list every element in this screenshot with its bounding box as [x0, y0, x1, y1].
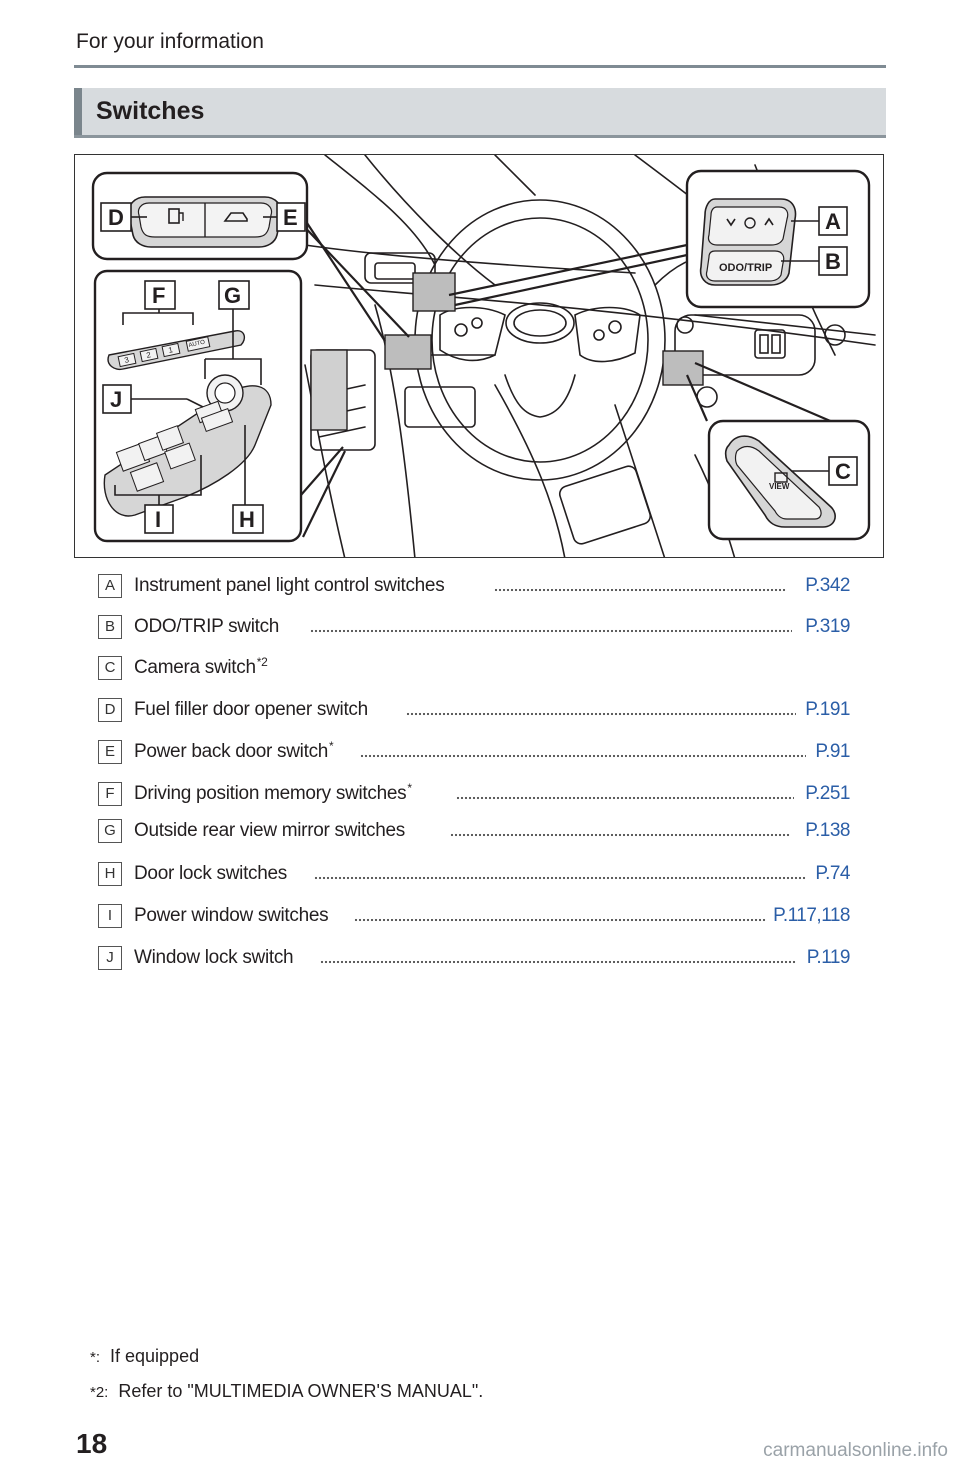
callout-a: A	[825, 209, 841, 234]
inset-fuel-backdoor: D E	[91, 171, 309, 261]
item-label: Camera switch*2	[134, 654, 268, 678]
page-link[interactable]: P.319	[802, 616, 850, 638]
item-letter: I	[98, 904, 122, 928]
page-link[interactable]: P.117,118	[770, 905, 850, 927]
page-link[interactable]: P.251	[802, 783, 850, 805]
memory-button-set: AUTO	[188, 340, 206, 349]
header-rule	[74, 65, 886, 68]
running-header: For your information	[76, 30, 264, 53]
callout-b: B	[825, 249, 841, 274]
leader-dots	[450, 833, 790, 839]
memory-button-2: 2	[146, 350, 153, 360]
item-label: Window lock switch	[134, 947, 294, 968]
page-link[interactable]: P.91	[812, 741, 850, 763]
leader-dots	[354, 918, 766, 924]
section-accent	[74, 88, 82, 135]
list-item: F Driving position memory switches* P.25…	[98, 782, 850, 812]
footnote-if-equipped: *: If equipped	[90, 1346, 199, 1367]
leader-dots	[456, 796, 794, 802]
item-label: Outside rear view mirror switches	[134, 820, 405, 841]
item-letter: B	[98, 615, 122, 639]
item-label: Fuel filler door opener switch	[134, 699, 368, 720]
item-letter: C	[98, 656, 122, 680]
odo-trip-button-label: ODO/TRIP	[719, 262, 772, 274]
list-item: E Power back door switch* P.91	[98, 740, 850, 770]
item-letter: E	[98, 740, 122, 764]
page-link[interactable]: P.74	[812, 863, 850, 885]
item-label: ODO/TRIP switch	[134, 616, 280, 637]
callout-g: G	[224, 283, 241, 308]
page-link[interactable]: P.191	[802, 699, 850, 721]
callout-c: C	[835, 459, 851, 484]
memory-button-1: 1	[168, 345, 175, 355]
list-item: A Instrument panel light control switche…	[98, 574, 850, 604]
list-item: G Outside rear view mirror switches P.13…	[98, 819, 850, 849]
leader-dots	[310, 629, 792, 635]
item-label: Door lock switches	[134, 863, 287, 884]
switches-illustration: D E ODO/TRIP A B	[74, 154, 884, 558]
inset-camera-switch: VIEW C	[707, 419, 871, 541]
watermark: carmanualsonline.info	[763, 1440, 948, 1461]
callout-j: J	[110, 387, 122, 412]
callout-d: D	[108, 205, 124, 230]
list-item: B ODO/TRIP switch P.319	[98, 615, 850, 645]
list-item: C Camera switch*2	[98, 656, 850, 686]
page-link[interactable]: P.342	[802, 575, 850, 597]
leader-dots	[406, 712, 796, 718]
page-link[interactable]: P.119	[803, 947, 851, 969]
dashboard-drawing: D E ODO/TRIP A B	[91, 155, 876, 557]
leader-dots	[494, 588, 786, 594]
callout-h: H	[239, 507, 255, 532]
memory-button-3: 3	[124, 355, 131, 365]
list-item: H Door lock switches P.74	[98, 862, 850, 892]
item-letter: G	[98, 819, 122, 843]
item-letter: F	[98, 782, 122, 806]
list-item: I Power window switches P.117,118	[98, 904, 850, 934]
section-title: Switches	[96, 97, 205, 125]
list-item: J Window lock switch P.119	[98, 946, 851, 976]
callout-i: I	[155, 507, 161, 532]
callout-f: F	[152, 283, 165, 308]
item-letter: A	[98, 574, 122, 598]
footnote-text: If equipped	[110, 1346, 200, 1366]
section-heading-bar: Switches	[74, 88, 886, 138]
leader-dots	[360, 754, 806, 760]
inset-door-switches: 3 2 1 AUTO	[93, 269, 303, 543]
item-letter: J	[98, 946, 122, 970]
page-link[interactable]: P.138	[802, 820, 850, 842]
item-label: Driving position memory switches*	[134, 780, 412, 804]
item-letter: H	[98, 862, 122, 886]
footnote-multimedia: *2: Refer to "MULTIMEDIA OWNER'S MANUAL".	[90, 1381, 483, 1402]
view-button-label: VIEW	[769, 482, 790, 491]
item-label: Instrument panel light control switches	[134, 575, 445, 596]
item-label: Power window switches	[134, 905, 329, 926]
leader-dots	[320, 960, 796, 966]
callout-e: E	[283, 205, 298, 230]
footnote-mark: *2:	[90, 1384, 109, 1401]
leader-dots	[314, 876, 806, 882]
footnote-text: Refer to "MULTIMEDIA OWNER'S MANUAL".	[118, 1381, 484, 1401]
item-label: Power back door switch*	[134, 738, 334, 762]
footnote-mark: *:	[90, 1349, 101, 1366]
list-item: D Fuel filler door opener switch P.191	[98, 698, 850, 728]
item-letter: D	[98, 698, 122, 722]
page-number: 18	[76, 1428, 108, 1459]
inset-odo-trip: ODO/TRIP A B	[685, 169, 871, 309]
